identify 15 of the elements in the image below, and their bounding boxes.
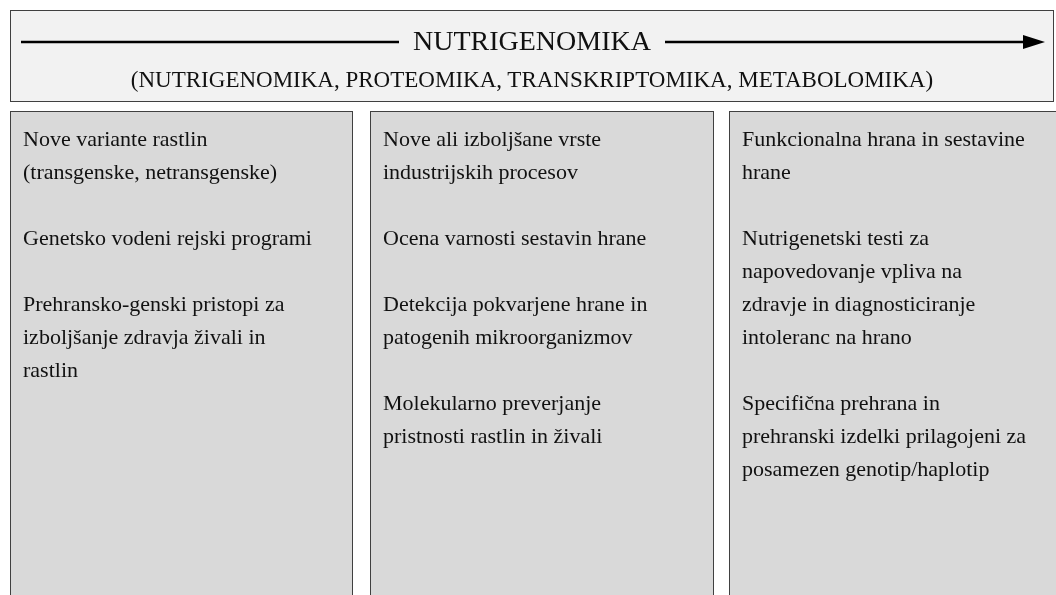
item-text: Nove ali izboljšane vrste industrijskih procesov bbox=[383, 125, 603, 186]
item-text: Prehransko-genski pristopi za izboljšanje zdravja živali in rastlin bbox=[23, 290, 286, 384]
item-text: Specifična prehrana in prehranski izdelki prilagojeni za posamezen genotip/haplotip bbox=[742, 389, 1028, 483]
item-text: Funkcionalna hrana in sestavine hrane bbox=[742, 125, 1026, 186]
header-panel bbox=[10, 10, 1054, 102]
column-panel bbox=[370, 111, 714, 595]
item-text: Nutrigenetski testi za napovedovanje vpliva na zdravje in diagnosticiranje intoleranc na hrano bbox=[742, 224, 977, 351]
header-subtitle: (NUTRIGENOMIKA, PROTEOMIKA, TRANSKRIPTOMIKA, METABOLOMIKA) bbox=[130, 67, 934, 92]
item-text: Detekcija pokvarjene hrane in patogenih mikroorganizmov bbox=[383, 290, 649, 351]
item-text: Ocena varnosti sestavin hrane bbox=[383, 224, 648, 252]
item-text: Molekularno preverjanje pristnosti rastlin in živali bbox=[383, 389, 604, 450]
item-text: Genetsko vodeni rejski programi bbox=[23, 224, 313, 252]
column-panel bbox=[10, 111, 353, 595]
item-text: Nove variante rastlin (transgenske, netransgenske) bbox=[23, 125, 279, 186]
column-panel bbox=[729, 111, 1056, 595]
